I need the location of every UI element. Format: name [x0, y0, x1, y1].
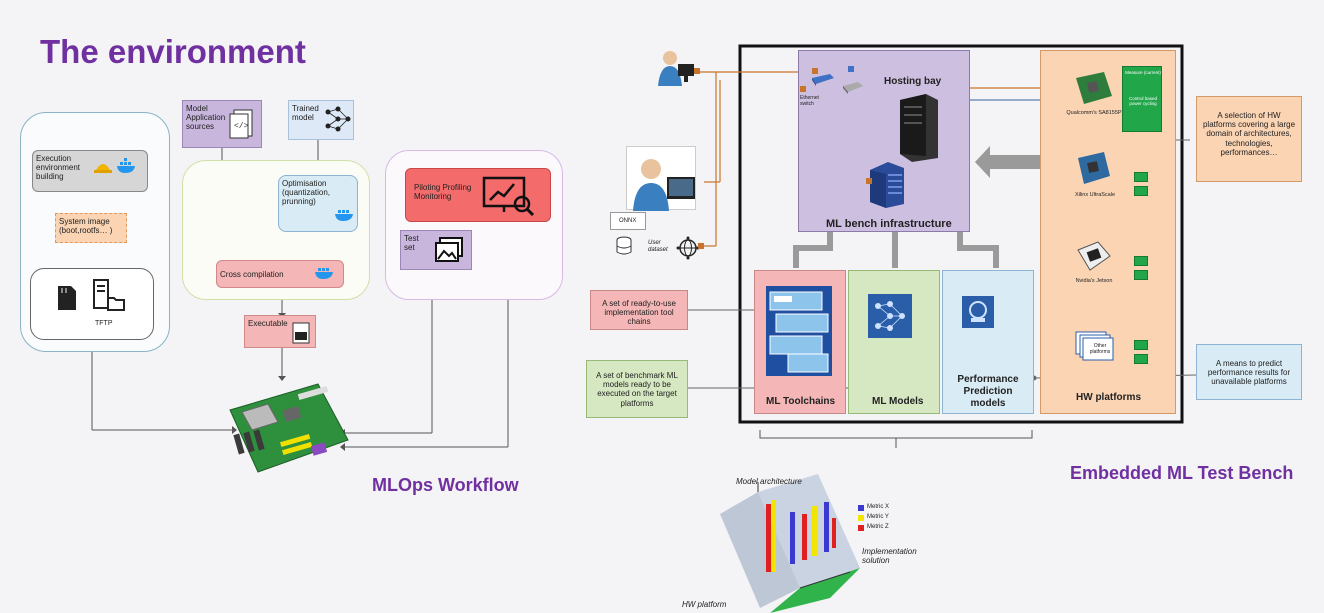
hw-platforms-label: HW platforms: [1076, 392, 1141, 403]
system-image-box: System image (boot,rootfs… ): [55, 213, 127, 243]
slide-title: The environment: [40, 33, 306, 70]
hw-callout-text: A selection of HW platforms covering a l…: [1202, 111, 1296, 157]
port-marker: [698, 243, 704, 249]
optimisation-box: Optimisation (quantization, prunning): [278, 175, 358, 232]
model-sources-box: Model Application sources: [182, 100, 262, 148]
user-dataset-label: User dataset: [648, 240, 668, 253]
sd-card-icon: [56, 284, 78, 312]
cross-compilation-label: Cross compilation: [220, 270, 284, 279]
docker-icon: [334, 206, 356, 222]
power-cycling-label: Control based power cycling: [1128, 96, 1158, 106]
source-code-icon: </>: [228, 108, 256, 140]
xilinx-label: Xilinx UltraScale: [1074, 192, 1116, 198]
port-marker: [848, 66, 854, 72]
xilinx-board-icon: [1076, 150, 1112, 186]
metric-cube: [700, 470, 960, 613]
hard-hat-icon: [94, 158, 112, 174]
toolchains-callout-text: A set of ready-to-use implementation too…: [602, 299, 676, 327]
ml-bench-infrastructure-label: ML bench infrastructure: [826, 218, 952, 230]
relay-module: [1134, 186, 1148, 196]
piloting-label: Piloting Profiling Monitoring: [414, 183, 472, 202]
relay-module: [1134, 256, 1148, 266]
models-callout-text: A set of benchmark ML models ready to be…: [596, 371, 678, 408]
executable-label: Executable: [248, 319, 288, 328]
ml-toolchains-label: ML Toolchains: [766, 396, 836, 407]
neural-network-icon: [324, 104, 352, 134]
port-marker: [800, 86, 806, 92]
monitoring-dashboard-icon: [482, 176, 536, 216]
optimisation-label: Optimisation (quantization, prunning): [282, 179, 331, 207]
legend-metric-x: Metric X: [867, 504, 890, 510]
hosting-bay-label: Hosting bay: [884, 76, 942, 87]
model-sources-label: Model Application sources: [186, 104, 226, 132]
ethernet-switch-icon: [810, 72, 836, 86]
execution-env-label: Execution environment building: [36, 154, 81, 182]
user-workstation-icon: [656, 48, 696, 88]
trained-model-box: Trained model: [288, 100, 354, 140]
other-platforms-label: Other platforms: [1089, 343, 1111, 355]
legend-swatch-x: [858, 505, 864, 511]
relay-module: [1134, 172, 1148, 182]
prediction-callout: A means to predict performance results f…: [1196, 344, 1302, 400]
axis-hw-platform: HW platform: [682, 600, 727, 609]
ml-models-label: ML Models: [872, 396, 924, 407]
relay-module: [1134, 270, 1148, 280]
legend-metric-z: Metric Z: [867, 524, 889, 530]
svg-text:</>: </>: [234, 122, 249, 131]
nvidia-label: Nvidia's Jetson: [1075, 278, 1113, 284]
system-image-label: System image (boot,rootfs… ): [59, 217, 113, 236]
axis-model-architecture: Model architecture: [736, 477, 802, 486]
tftp-label: TFTP: [95, 320, 113, 327]
port-marker: [694, 68, 700, 74]
server-rack-icon: [896, 92, 942, 162]
ml-model-network-icon: [868, 294, 912, 338]
prediction-callout-text: A means to predict performance results f…: [1207, 359, 1291, 387]
test-set-label: Test set: [404, 234, 419, 253]
relay-module: [1134, 354, 1148, 364]
router-icon: [842, 80, 864, 94]
measure-label: Measure (current): [1125, 70, 1161, 75]
trained-model-label: Trained model: [292, 104, 319, 123]
onnx-file: ONNX: [610, 212, 646, 230]
globe-network-icon: [676, 236, 700, 260]
legend-metric-y: Metric Y: [867, 514, 889, 520]
prediction-box: [942, 270, 1034, 414]
onnx-label: ONNX: [619, 218, 637, 224]
axis-implementation-solution: Implementation solution: [862, 547, 917, 565]
models-callout: A set of benchmark ML models ready to be…: [586, 360, 688, 418]
docker-icon: [116, 158, 138, 174]
database-server-icon: [866, 160, 908, 208]
legend-swatch-z: [858, 525, 864, 531]
hw-callout: A selection of HW platforms covering a l…: [1196, 96, 1302, 182]
legend-swatch-y: [858, 515, 864, 521]
binary-file-icon: [292, 322, 310, 344]
images-icon: [434, 236, 464, 264]
target-board-image: [222, 378, 352, 476]
toolchain-stack-icon: [766, 286, 832, 376]
power-control-module: Measure (current) Control based power cy…: [1122, 66, 1162, 132]
qualcomm-board-icon: [1074, 70, 1114, 106]
piloting-box: Piloting Profiling Monitoring: [405, 168, 551, 222]
tftp-box: [30, 268, 154, 340]
server-folder-icon: [92, 278, 126, 312]
port-marker: [866, 178, 872, 184]
embedded-bench-title: Embedded ML Test Bench: [1070, 463, 1294, 483]
qualcomm-label: Qualcomm's SA8155P: [1066, 110, 1122, 116]
crystal-ball-icon: [962, 296, 994, 328]
docker-icon: [314, 264, 336, 280]
relay-module: [1134, 340, 1148, 350]
database-icon: [616, 236, 632, 256]
port-marker: [812, 68, 818, 74]
mlops-workflow-title: MLOps Workflow: [372, 475, 519, 495]
ethernet-switch-label: Ethernet switch: [800, 95, 819, 107]
other-platforms-icon: [1074, 330, 1114, 362]
metric-legend: Metric X Metric Y Metric Z: [858, 504, 928, 538]
nvidia-board-icon: [1076, 240, 1112, 274]
user-photo: [626, 146, 696, 211]
toolchains-callout: A set of ready-to-use implementation too…: [590, 290, 688, 330]
prediction-label: Performance Prediction models: [957, 374, 1019, 409]
ml-models-box: [848, 270, 940, 414]
